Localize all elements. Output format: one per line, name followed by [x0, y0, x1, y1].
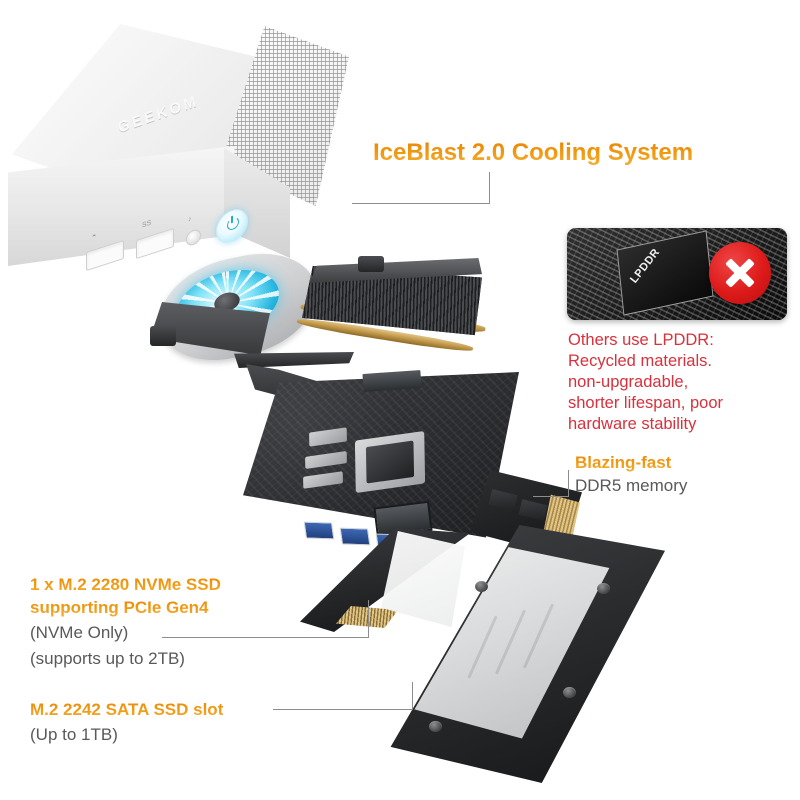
- memory-highlight: Blazing-fast: [575, 452, 687, 474]
- headphone-jack-icon: ♪: [188, 215, 192, 224]
- callout-memory: Blazing-fast DDR5 memory: [575, 452, 687, 497]
- iceblast-cooling-assembly: [150, 241, 500, 432]
- nvme-sub-line-1: (NVMe Only): [30, 623, 129, 642]
- red-x-icon: [709, 242, 771, 304]
- lpddr-warning-line-2: Recycled materials.: [568, 352, 712, 370]
- thermal-pad-base: [381, 531, 465, 627]
- callout-nvme: 1 x M.2 2280 NVMe SSD supporting PCIe Ge…: [30, 573, 221, 672]
- leader-line-nvme: [162, 637, 369, 638]
- base-screw-1: [475, 581, 488, 592]
- motherboard: [243, 358, 543, 588]
- lpddr-warning-line-4: shorter lifespan, poor: [568, 394, 724, 412]
- leader-line-memory: [533, 496, 569, 497]
- leader-line-cooling-drop: [489, 172, 490, 204]
- cooler-mount-tab-2: [358, 256, 384, 272]
- base-screw-2: [597, 583, 610, 594]
- bottom-cover-plate: [381, 525, 675, 790]
- sata-highlight: M.2 2242 SATA SSD slot: [30, 700, 224, 719]
- leader-line-nvme-riser: [368, 600, 369, 638]
- leader-line-cooling: [352, 203, 490, 204]
- usb-port-1-icon: ◓: [92, 232, 97, 241]
- nvme-highlight-line-1: 1 x M.2 2280 NVMe SSD: [30, 575, 221, 594]
- callout-lpddr-warning: Others use LPDDR: Recycled materials. no…: [568, 330, 723, 435]
- lpddr-warning-line-5: hardware stability: [568, 415, 697, 433]
- cooling-title: IceBlast 2.0 Cooling System: [373, 139, 694, 166]
- lpddr-comparison-card: LPDDR: [567, 228, 787, 320]
- cpu-die: [365, 440, 415, 484]
- nvme-sub-line-2: (supports up to 2TB): [30, 649, 185, 668]
- sata-sub: (Up to 1TB): [30, 725, 118, 744]
- cooler-bracket-left: [234, 352, 354, 368]
- leader-line-sata-riser: [412, 682, 413, 710]
- memory-sub: DDR5 memory: [575, 476, 688, 495]
- base-screw-3: [563, 687, 576, 698]
- leader-line-memory-riser: [568, 470, 569, 497]
- callout-cooling: IceBlast 2.0 Cooling System: [373, 138, 693, 168]
- leader-line-sata: [273, 709, 413, 710]
- mini-pc-chassis: GEEKOM ◓ SS ♪: [8, 18, 388, 308]
- nvme-highlight-line-2: supporting PCIe Gen4: [30, 596, 221, 619]
- base-screw-4: [429, 721, 442, 732]
- callout-sata: M.2 2242 SATA SSD slot (Up to 1TB): [30, 698, 223, 748]
- lpddr-warning-line-1: Others use LPDDR:: [568, 331, 714, 349]
- cooler-mount-tab-1: [150, 326, 176, 346]
- lpddr-warning-line-3: non-upgradable,: [568, 373, 689, 391]
- ssd-gold-connector: [336, 606, 398, 628]
